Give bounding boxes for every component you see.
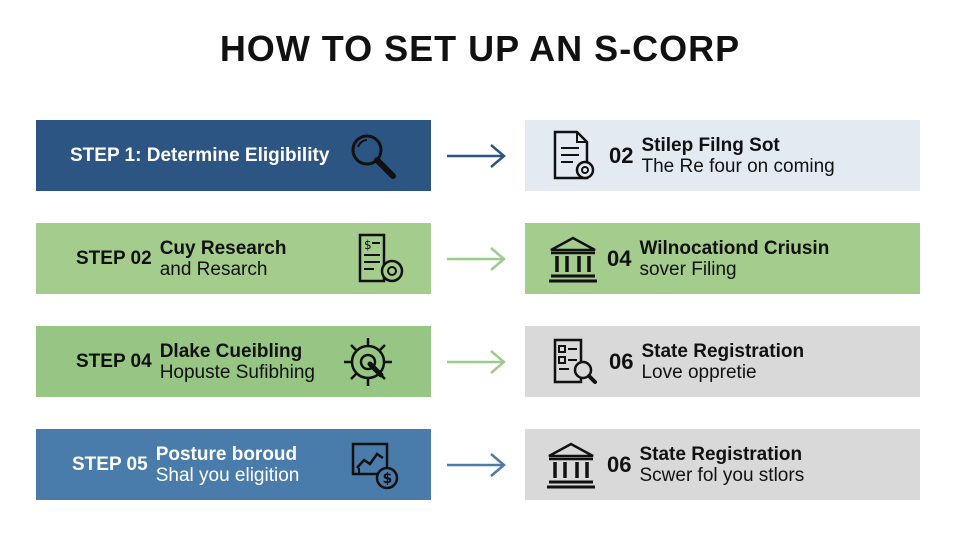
step-row-3: STEP 04 Dlake Cueibling Hopuste Sufibhin… xyxy=(36,326,920,397)
bank-icon xyxy=(547,442,595,488)
step-card-5: STEP 04 Dlake Cueibling Hopuste Sufibhin… xyxy=(36,326,431,397)
step-subtitle: Scwer fol you stlors xyxy=(639,464,805,486)
magnifier-icon xyxy=(351,134,397,179)
step-row-1: STEP 1: Determine Eligibility 02 Stilep … xyxy=(36,120,920,191)
arrow-icon xyxy=(447,144,506,168)
arrow-icon xyxy=(447,350,506,374)
gear-wrench-icon xyxy=(343,337,392,386)
step-subtitle: Love oppretie xyxy=(641,361,757,383)
svg-text:$: $ xyxy=(383,471,393,487)
step-number: 02 xyxy=(609,142,634,168)
step-title: Wilnocationd Criusin xyxy=(639,237,830,259)
step-row-2: STEP 02 Cuy Research and Resarch $ xyxy=(36,223,920,294)
step-row-4: STEP 05 Posture boroud Shal you eligitio… xyxy=(36,429,920,500)
step-title: Cuy Research xyxy=(159,237,287,259)
step-subtitle: Hopuste Sufibhing xyxy=(159,361,315,383)
step-title: Posture boroud xyxy=(155,443,298,465)
step-number: 06 xyxy=(609,348,634,374)
checklist-magnifier-icon xyxy=(553,338,597,384)
step-text: Posture boroud Shal you eligition xyxy=(156,444,300,486)
step-card-8: 06 State Registration Scwer fol you stlo… xyxy=(525,429,920,500)
step-card-2: 02 Stilep Filng Sot The Re four on comin… xyxy=(525,120,920,191)
arrow-icon xyxy=(447,247,506,271)
step-label: STEP 05 xyxy=(72,453,148,475)
step-text: State Registration Love oppretie xyxy=(641,341,804,383)
step-card-7: STEP 05 Posture boroud Shal you eligitio… xyxy=(36,429,431,500)
step-title: Dlake Cueibling xyxy=(159,340,303,362)
step-number: 04 xyxy=(607,245,632,271)
step-label: STEP 1: Determine Eligibility xyxy=(70,144,330,166)
arrow-icon xyxy=(447,453,506,477)
chart-dollar-icon: $ xyxy=(352,442,399,489)
document-gear-icon xyxy=(553,130,595,179)
step-card-6: 06 State Registration Love oppretie xyxy=(525,326,920,397)
step-title: Stilep Filng Sot xyxy=(641,134,780,156)
step-card-1: STEP 1: Determine Eligibility xyxy=(36,120,431,191)
step-subtitle: and Resarch xyxy=(159,258,268,280)
step-title: State Registration xyxy=(641,340,805,362)
step-text: Cuy Research and Resarch xyxy=(160,238,287,280)
step-text: Stilep Filng Sot The Re four on coming xyxy=(641,135,834,177)
step-card-4: 04 Wilnocationd Criusin sover Filing xyxy=(525,223,920,294)
step-text: State Registration Scwer fol you stlors xyxy=(639,444,804,486)
step-card-3: STEP 02 Cuy Research and Resarch $ xyxy=(36,223,431,294)
step-title: State Registration xyxy=(639,443,803,465)
diagram-title: HOW TO SET UP AN S-CORP xyxy=(219,28,741,69)
step-label: STEP 02 xyxy=(76,247,152,269)
step-text: Dlake Cueibling Hopuste Sufibhing xyxy=(160,341,315,383)
step-subtitle: The Re four on coming xyxy=(641,155,835,177)
step-subtitle: sover Filing xyxy=(639,258,737,280)
bank-icon xyxy=(549,236,597,282)
step-text: Wilnocationd Criusin sover Filing xyxy=(639,238,829,280)
step-subtitle: Shal you eligition xyxy=(155,464,300,486)
step-label: STEP 04 xyxy=(76,350,152,372)
step-number: 06 xyxy=(607,451,632,477)
svg-text:$: $ xyxy=(364,238,372,252)
document-gear-icon: $ xyxy=(359,233,404,282)
